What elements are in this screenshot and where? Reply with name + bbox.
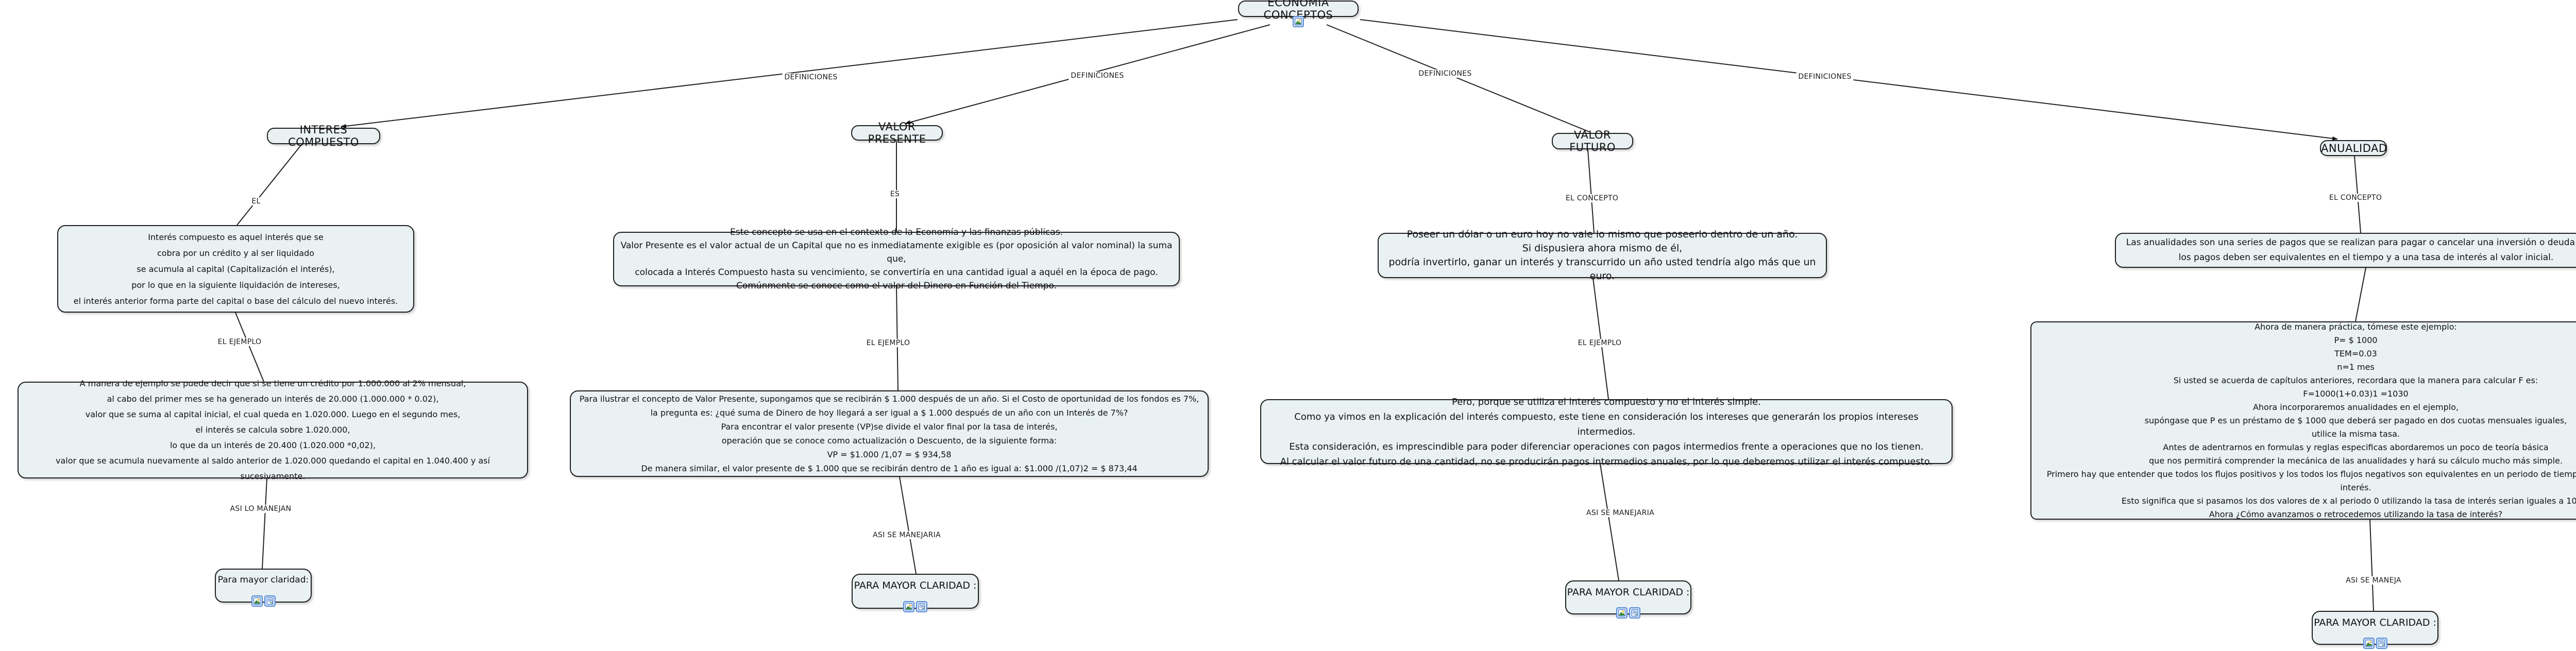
link-label-definiciones-2[interactable]: DEFINICIONES — [1069, 72, 1126, 80]
link-label-definiciones-3[interactable]: DEFINICIONES — [1416, 70, 1474, 78]
link-label-el-ejemplo-2[interactable]: EL EJEMPLO — [864, 339, 912, 347]
definition-node-valor-futuro[interactable]: Poseer un dólar o un euro hoy no vale lo… — [1378, 229, 1827, 282]
definition-node-interes-compuesto[interactable]: Interés compuesto es aquel interés que s… — [57, 225, 414, 313]
link-label-definiciones-4[interactable]: DEFINICIONES — [1796, 73, 1854, 81]
image-resource-icon[interactable] — [251, 595, 263, 607]
image-resource-icon[interactable] — [2363, 638, 2375, 649]
example-node-valor-presente[interactable]: Para ilustrar el concepto de Valor Prese… — [570, 390, 1209, 477]
concept-node-interes-compuesto[interactable]: INTERES COMPUESTO — [267, 124, 380, 148]
definition-node-valor-presente[interactable]: Este concepto se usa en el contexto de l… — [613, 227, 1180, 291]
example-text: Para ilustrar el concepto de Valor Prese… — [579, 394, 1199, 473]
definition-text: Las anualidades son una series de pagos … — [2126, 237, 2575, 263]
claridad-resource-group-3 — [1616, 607, 1640, 619]
link-label-el-concepto-1[interactable]: EL CONCEPTO — [1563, 194, 1621, 202]
example-node-interes-compuesto[interactable]: A manera de ejemplo se puede decir que s… — [18, 379, 528, 481]
example-text: A manera de ejemplo se puede decir que s… — [56, 379, 490, 481]
image-resource-icon[interactable] — [1616, 607, 1628, 619]
claridad-text: Para mayor claridad: — [217, 575, 309, 585]
claridad-text: PARA MAYOR CLARIDAD : — [854, 580, 977, 591]
link-label-asi-lo-manejan[interactable]: ASI LO MANEJAN — [228, 505, 294, 513]
link-label-definiciones-1[interactable]: DEFINICIONES — [782, 73, 840, 81]
root-node[interactable]: ECONOMIA CONCEPTOS — [1238, 0, 1359, 21]
example-node-valor-futuro[interactable]: Pero, porque se utiliza el interés compu… — [1260, 397, 1953, 467]
link-label-el-ejemplo-1[interactable]: EL EJEMPLO — [215, 338, 264, 346]
claridad-text: PARA MAYOR CLARIDAD : — [1567, 587, 1690, 598]
root-resource-group — [1293, 16, 1304, 27]
example-text: Ahora de manera práctica, tómese este ej… — [2046, 321, 2576, 519]
document-resource-icon[interactable] — [264, 595, 276, 607]
claridad-node-interes-compuesto[interactable]: Para mayor claridad: — [215, 569, 312, 603]
concept-node-valor-presente[interactable]: VALOR PRESENTE — [851, 121, 943, 145]
example-node-anualidad[interactable]: Ahora de manera práctica, tómese este ej… — [2030, 321, 2576, 520]
document-resource-icon[interactable] — [2376, 638, 2387, 649]
definition-text: Poseer un dólar o un euro hoy no vale lo… — [1388, 229, 1816, 282]
link-label-es[interactable]: ES — [888, 190, 902, 198]
claridad-resource-group-4 — [2363, 638, 2387, 649]
concept-title: VALOR PRESENTE — [868, 121, 926, 145]
claridad-node-valor-futuro[interactable]: PARA MAYOR CLARIDAD : — [1565, 580, 1691, 614]
claridad-resource-group-2 — [903, 601, 927, 612]
concept-title: VALOR FUTURO — [1569, 129, 1616, 153]
link-label-asi-se-manejaria-2[interactable]: ASI SE MANEJARIA — [1584, 509, 1656, 517]
link-label-el-ejemplo-3[interactable]: EL EJEMPLO — [1575, 339, 1624, 347]
claridad-resource-group-1 — [251, 595, 276, 607]
link-label-asi-se-manejaria-1[interactable]: ASI SE MANEJARIA — [871, 531, 943, 539]
example-text: Pero, porque se utiliza el interés compu… — [1280, 396, 1933, 467]
image-resource-icon[interactable] — [903, 601, 914, 612]
concept-title: INTERES COMPUESTO — [288, 124, 359, 148]
concept-title: ANUALIDAD — [2321, 142, 2387, 155]
concept-node-anualidad[interactable]: ANUALIDAD — [2320, 140, 2387, 156]
definition-node-anualidad[interactable]: Las anualidades son una series de pagos … — [2115, 233, 2576, 268]
definition-text: Interés compuesto es aquel interés que s… — [73, 232, 398, 306]
definition-text: Este concepto se usa en el contexto de l… — [620, 227, 1173, 291]
image-resource-icon[interactable] — [1293, 16, 1304, 27]
claridad-node-anualidad[interactable]: PARA MAYOR CLARIDAD : — [2312, 611, 2438, 645]
link-label-el-concepto-2[interactable]: EL CONCEPTO — [2327, 194, 2384, 202]
link-label-el[interactable]: EL — [249, 197, 263, 205]
claridad-node-valor-presente[interactable]: PARA MAYOR CLARIDAD : — [852, 574, 979, 609]
document-resource-icon[interactable] — [916, 601, 927, 612]
concept-node-valor-futuro[interactable]: VALOR FUTURO — [1552, 129, 1633, 153]
document-resource-icon[interactable] — [1629, 607, 1640, 619]
link-label-asi-se-maneja[interactable]: ASI SE MANEJA — [2344, 576, 2403, 585]
claridad-text: PARA MAYOR CLARIDAD : — [2314, 617, 2436, 628]
